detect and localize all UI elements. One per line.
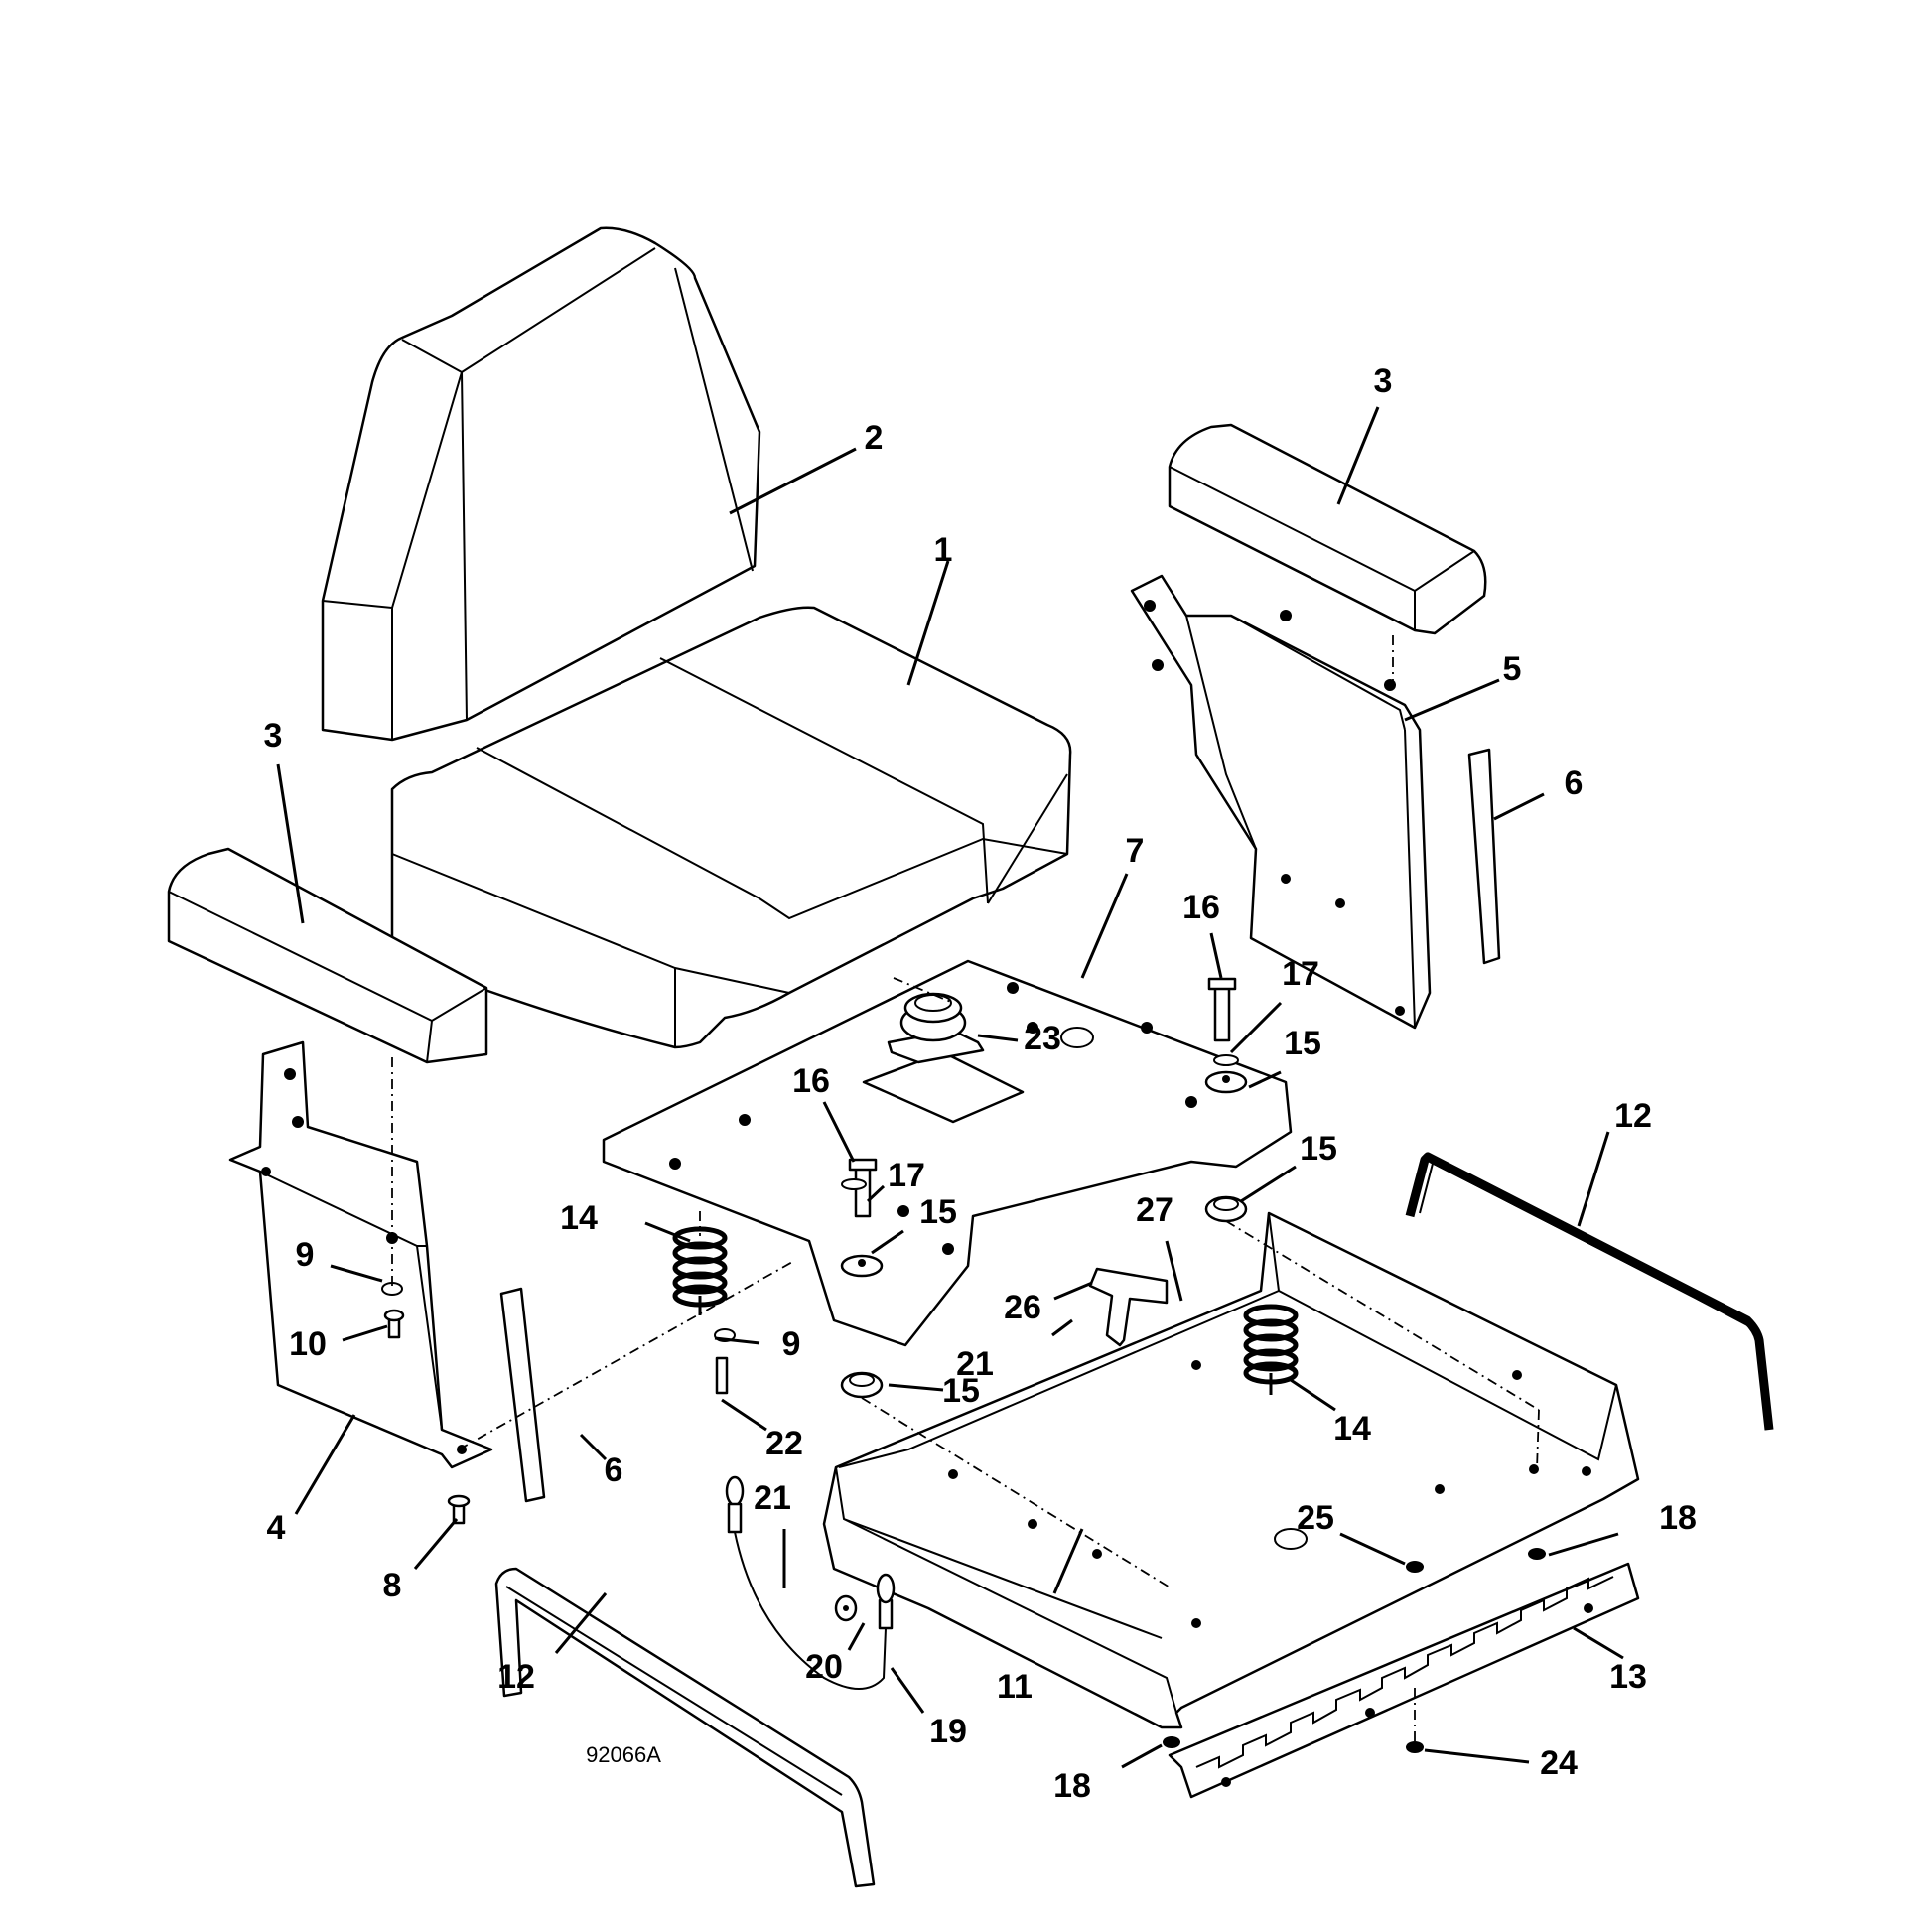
left-spring [672,1226,728,1315]
callout-15: 15 [942,1372,980,1410]
seat-plate [602,959,1293,1347]
switch-bracket [1088,1267,1169,1347]
callout-14: 14 [1333,1410,1371,1448]
callout-3: 3 [264,717,283,755]
callout-4: 4 [267,1509,286,1547]
nut-18-left [1163,1736,1180,1748]
bushing-right-lower [1204,1195,1248,1223]
bushing-right-upper [1204,1070,1248,1094]
callout-19: 19 [929,1713,967,1750]
seat-base-frame [822,1211,1640,1729]
left-support-rod [494,1567,876,1888]
right-armrest-bracket [1130,574,1432,1030]
callout-21: 21 [956,1345,994,1383]
callout-9: 9 [782,1325,801,1363]
callout-1: 1 [934,531,953,569]
callout-20: 20 [805,1648,843,1686]
callout-10: 10 [289,1325,327,1363]
callout-21: 21 [754,1479,791,1517]
right-spring [1243,1304,1299,1395]
right-support-rod [1405,1152,1774,1431]
callout-3: 3 [1374,362,1393,400]
callout-12: 12 [497,1658,535,1696]
callout-7: 7 [1126,832,1145,870]
callout-12: 12 [1614,1097,1652,1135]
assembly-lines [391,635,1540,1747]
screw-10 [383,1309,405,1339]
bolt-right [1207,977,1237,1042]
isolator-mount [887,992,985,1064]
callout-17: 17 [888,1157,925,1194]
callout-22: 22 [765,1425,803,1462]
callout-24: 24 [1540,1744,1578,1782]
callout-5: 5 [1503,650,1522,688]
callout-16: 16 [792,1062,830,1100]
bolt-left [848,1158,878,1218]
callout-18: 18 [1053,1767,1091,1805]
nut-25 [1406,1561,1424,1573]
left-armrest-bracket [228,1040,493,1469]
seat-back [321,226,761,742]
callouts: 1 2 3 3 4 5 6 6 7 8 9 9 10 11 12 12 13 1… [264,362,1697,1805]
screw-8 [447,1494,471,1525]
seat-cushion [390,606,1072,1049]
callout-11: 11 [997,1668,1033,1706]
bushing-left-lower [840,1371,884,1399]
callout-23: 23 [1024,1020,1061,1057]
callout-26: 26 [1004,1289,1041,1326]
callout-15: 15 [1300,1130,1337,1168]
callout-16: 16 [1182,889,1220,926]
washer-left [841,1178,867,1190]
ground-cable [725,1475,896,1690]
callout-2: 2 [865,419,884,457]
callout-13: 13 [1609,1658,1647,1696]
callout-15: 15 [1284,1025,1321,1062]
callout-27: 27 [1136,1191,1173,1229]
callout-18: 18 [1659,1499,1697,1537]
right-armrest-post [1467,748,1501,965]
callout-8: 8 [383,1567,402,1604]
callout-15: 15 [919,1193,957,1231]
bolt-22 [715,1356,729,1395]
callout-9: 9 [296,1236,315,1274]
nut-18-right [1528,1548,1546,1560]
right-armrest-pad [1168,423,1487,635]
bushing-left-upper [840,1254,884,1278]
star-washer-20 [834,1594,858,1622]
washer-right [1213,1054,1239,1066]
callout-25: 25 [1297,1499,1334,1537]
drawing-number: 92066A [586,1742,661,1767]
callout-17: 17 [1282,955,1319,993]
leader-lines [276,406,1624,1769]
callout-14: 14 [560,1199,598,1237]
callout-6: 6 [1565,764,1584,802]
callout-6: 6 [605,1451,623,1489]
left-armrest-post [499,1287,546,1503]
left-armrest-pad [167,847,488,1064]
